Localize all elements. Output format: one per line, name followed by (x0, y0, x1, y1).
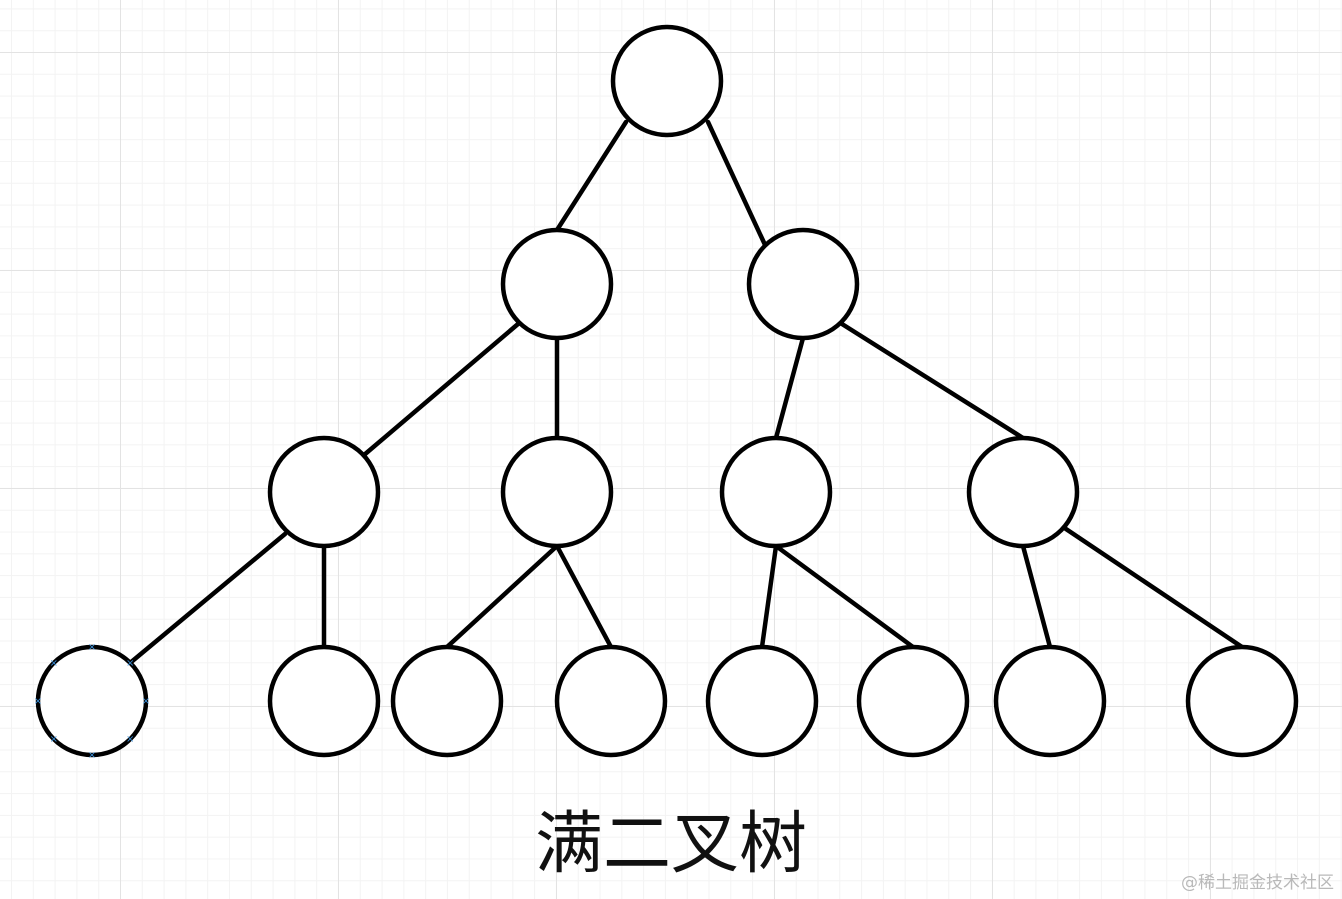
selection-handle-3[interactable]: × (50, 734, 58, 745)
selection-handles: × × × × × × × × (34, 642, 150, 761)
selection-handle-0[interactable]: × (142, 696, 150, 707)
tree-edge-n4-n10 (554, 543, 614, 650)
tree-node-n14[interactable] (1185, 644, 1299, 758)
tree-edge-n4-n9 (444, 543, 560, 650)
tree-edge-n5-n12 (773, 543, 916, 650)
tree-node-n1[interactable] (500, 227, 614, 341)
selection-handle-2[interactable]: × (88, 750, 96, 761)
tree-node-n5[interactable] (719, 435, 833, 549)
selection-handle-4[interactable]: × (34, 696, 42, 707)
tree-edge-n2-n6 (839, 321, 1026, 441)
tree-edge-n0-n2 (705, 119, 769, 250)
tree-node-n7[interactable] (35, 644, 149, 758)
tree-edge-n2-n5 (773, 335, 806, 441)
tree-edge-n1-n3 (361, 321, 521, 458)
selection-handle-7[interactable]: × (126, 658, 134, 669)
tree-node-n3[interactable] (267, 435, 381, 549)
selection-handle-6[interactable]: × (88, 642, 96, 653)
tree-edge-n0-n1 (554, 119, 629, 233)
nodes-layer (35, 24, 1299, 758)
tree-edge-n6-n14 (1060, 524, 1245, 650)
selection-handle-5[interactable]: × (50, 658, 58, 669)
selection-handle-1[interactable]: × (126, 734, 134, 745)
tree-node-n2[interactable] (746, 227, 860, 341)
tree-edge-n3-n7 (127, 531, 288, 666)
edges-layer (127, 119, 1245, 666)
tree-edge-n6-n13 (1020, 543, 1053, 650)
tree-node-n9[interactable] (390, 644, 504, 758)
tree-node-n12[interactable] (856, 644, 970, 758)
tree-node-n13[interactable] (993, 644, 1107, 758)
tree-node-n8[interactable] (267, 644, 381, 758)
tree-node-n10[interactable] (554, 644, 668, 758)
watermark: @稀土掘金技术社区 (1181, 873, 1334, 893)
tree-node-n11[interactable] (705, 644, 819, 758)
tree-edge-n5-n11 (759, 543, 779, 650)
tree-node-n4[interactable] (500, 435, 614, 549)
tree-node-n6[interactable] (966, 435, 1080, 549)
diagram-title: 满二叉树 (534, 805, 807, 884)
tree-node-n0[interactable] (610, 24, 724, 138)
